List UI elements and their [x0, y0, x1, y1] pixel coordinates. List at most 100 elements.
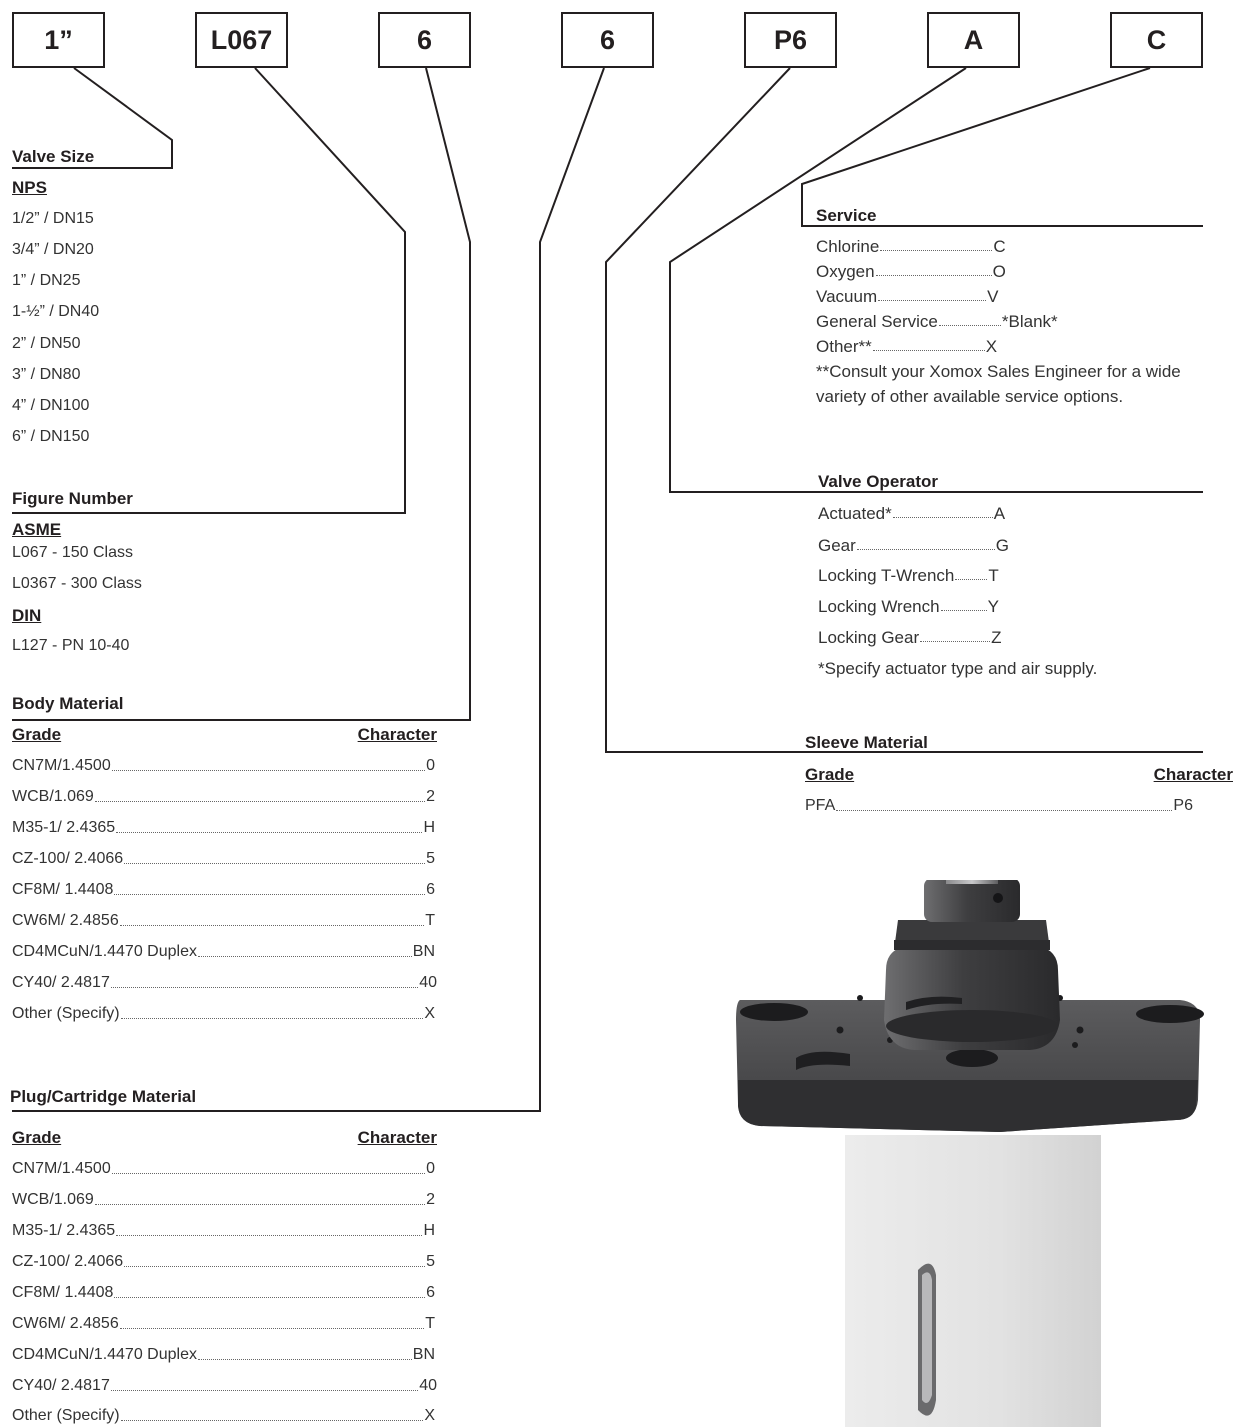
operator-label: Actuated* [818, 504, 892, 523]
nps-label: NPS [12, 178, 47, 197]
dot-leader [120, 1420, 424, 1421]
sleeve-material-heading: Sleeve Material [805, 733, 928, 752]
body-material-row: M35-1/ 2.4365 H [12, 820, 435, 836]
valve-stem [946, 880, 998, 884]
character-cell: 40 [419, 1377, 437, 1394]
valve-size-item: 3/4” / DN20 [12, 241, 94, 258]
character-column-header: Character [357, 725, 437, 744]
character-cell: H [423, 819, 435, 836]
dot-leader [836, 810, 1173, 811]
plug-material-row: CW6M/ 2.4856 T [12, 1316, 435, 1332]
body-material-row: Other (Specify)X [12, 1006, 435, 1022]
operator-code: G [995, 536, 1010, 555]
valve-size-item: 4” / DN100 [12, 397, 90, 414]
dot-leader [197, 1359, 412, 1360]
plug-material-row: Other (Specify) X [12, 1408, 435, 1424]
dot-leader [856, 549, 995, 550]
leader-body-material [12, 67, 471, 721]
operator-note: *Specify actuator type and air supply. [818, 659, 1098, 678]
leader-valve-size [12, 67, 173, 169]
body-material-header: Grade Character [12, 726, 437, 743]
grade-column-header: Grade [12, 725, 62, 744]
character-cell: 6 [426, 1284, 435, 1301]
grade-cell: CZ-100/ 2.4066 [12, 1253, 124, 1270]
valve-size-heading: Valve Size [12, 147, 95, 166]
character-cell: X [424, 1407, 435, 1424]
dot-leader [878, 300, 987, 301]
operator-row: Actuated*A [818, 505, 1005, 522]
grade-cell: CZ-100/ 2.4066 [12, 850, 124, 867]
grade-cell: WCB/1.069 [12, 1191, 94, 1208]
operator-label: Locking Wrench [818, 597, 940, 616]
plug-material-heading: Plug/Cartridge Material [10, 1087, 197, 1106]
din-label: DIN [12, 606, 42, 625]
grade-cell: CD4MCuN/1.4470 Duplex [12, 1346, 197, 1363]
dot-leader [892, 517, 993, 518]
figure-number-item: L067 - 150 Class [12, 544, 133, 561]
grade-cell: Other (Specify) [12, 1407, 120, 1424]
character-cell: 2 [426, 788, 435, 805]
valve-size-item: 1/2” / DN15 [12, 210, 94, 227]
service-code: X [985, 337, 998, 356]
dot-leader [920, 641, 991, 642]
service-row: General Service*Blank* [816, 313, 1058, 330]
code-box-service: C [1110, 12, 1203, 68]
valve-sleeve [845, 1135, 1101, 1427]
service-code: *Blank* [1001, 312, 1058, 331]
character-cell: BN [412, 943, 435, 960]
character-column-header: Character [357, 1128, 437, 1147]
service-code: V [987, 287, 999, 306]
operator-code: T [988, 566, 999, 585]
code-box-size: 1” [12, 12, 105, 68]
character-column-header: Character [1153, 765, 1233, 784]
plug-material-row: CZ-100/ 2.4066 5 [12, 1254, 435, 1270]
dot-leader [119, 925, 425, 926]
grade-cell: M35-1/ 2.4365 [12, 819, 116, 836]
leader-sleeve-material [605, 67, 1203, 753]
dot-leader [111, 770, 426, 771]
dot-leader [110, 987, 419, 988]
sleeve-material-header: Grade Character [805, 766, 1233, 783]
dot-leader [938, 325, 1001, 326]
character-cell: 0 [426, 1160, 435, 1177]
grade-cell: WCB/1.069 [12, 788, 94, 805]
character-cell: H [423, 1222, 435, 1239]
character-cell: 5 [426, 1253, 435, 1270]
operator-code: Z [991, 628, 1002, 647]
dot-leader [197, 956, 412, 957]
dot-leader [94, 801, 426, 802]
service-label: Other** [816, 337, 872, 356]
leader-figure-number [12, 67, 406, 514]
asme-label: ASME [12, 520, 62, 539]
service-code: O [992, 262, 1006, 281]
character-cell: T [425, 912, 435, 929]
grade-cell: CW6M/ 2.4856 [12, 912, 119, 929]
dot-leader [111, 1173, 426, 1174]
character-cell: T [425, 1315, 435, 1332]
dot-leader [116, 832, 423, 833]
code-box-plug: 6 [561, 12, 654, 68]
dot-leader [94, 1204, 426, 1205]
valve-operator-heading: Valve Operator [818, 472, 939, 491]
dot-leader [875, 275, 992, 276]
grade-cell: CN7M/1.4500 [12, 1160, 111, 1177]
dot-leader [116, 1235, 423, 1236]
character-cell: X [424, 1005, 435, 1022]
character-cell: 40 [419, 974, 437, 991]
grade-cell: CY40/ 2.4817 [12, 974, 110, 991]
dot-leader [119, 1328, 425, 1329]
grade-cell: PFA [805, 797, 836, 814]
grade-cell: CW6M/ 2.4856 [12, 1315, 119, 1332]
